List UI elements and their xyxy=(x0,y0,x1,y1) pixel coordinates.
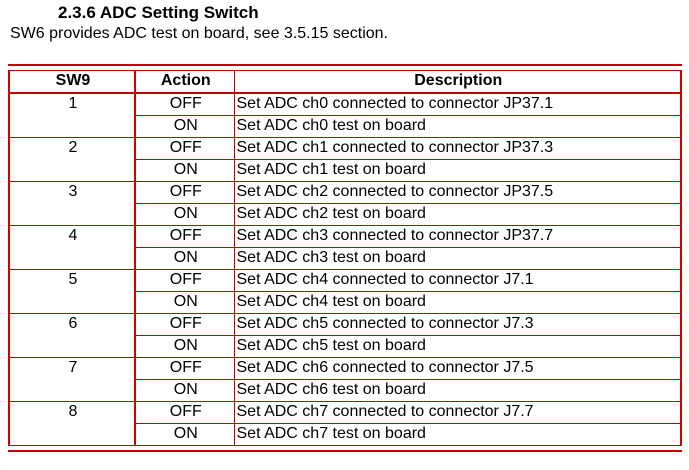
action-cell: ON xyxy=(134,115,235,138)
action-cell: OFF xyxy=(134,137,235,160)
action-cell: ON xyxy=(134,379,235,402)
switch-number-cell: 1 xyxy=(8,92,136,138)
action-cell: OFF xyxy=(134,357,235,380)
action-cell: OFF xyxy=(134,269,235,292)
description-cell: Set ADC ch3 test on board xyxy=(233,247,682,270)
switch-number-cell: 6 xyxy=(8,313,136,358)
action-cell: ON xyxy=(134,335,235,358)
action-cell: ON xyxy=(134,247,235,270)
description-cell: Set ADC ch7 connected to connector J7.7 xyxy=(233,401,682,424)
section-heading: 2.3.6 ADC Setting Switch xyxy=(58,3,259,22)
description-cell: Set ADC ch2 connected to connector JP37.… xyxy=(233,181,682,204)
switch-number-cell: 3 xyxy=(8,181,136,226)
switch-number-cell: 7 xyxy=(8,357,136,402)
description-cell: Set ADC ch4 test on board xyxy=(233,291,682,314)
switch-number-cell: 8 xyxy=(8,401,136,446)
header-description: Description xyxy=(233,70,682,94)
action-cell: OFF xyxy=(134,225,235,248)
intro-text: SW6 provides ADC test on board, see 3.5.… xyxy=(10,25,388,42)
action-cell: ON xyxy=(134,291,235,314)
description-cell: Set ADC ch1 connected to connector JP37.… xyxy=(233,137,682,160)
description-cell: Set ADC ch4 connected to connector J7.1 xyxy=(233,269,682,292)
description-cell: Set ADC ch5 connected to connector J7.3 xyxy=(233,313,682,336)
description-cell: Set ADC ch6 connected to connector J7.5 xyxy=(233,357,682,380)
switch-number-cell: 5 xyxy=(8,269,136,314)
action-cell: OFF xyxy=(134,181,235,204)
header-sw9: SW9 xyxy=(8,70,136,94)
description-cell: Set ADC ch0 test on board xyxy=(233,115,682,138)
action-cell: OFF xyxy=(134,313,235,336)
switch-number-cell: 4 xyxy=(8,225,136,270)
table-header: SW9 Action Description xyxy=(8,70,682,94)
description-cell: Set ADC ch0 connected to connector JP37.… xyxy=(233,92,682,116)
action-cell: ON xyxy=(134,423,235,446)
description-cell: Set ADC ch2 test on board xyxy=(233,203,682,226)
description-cell: Set ADC ch3 connected to connector JP37.… xyxy=(233,225,682,248)
description-cell: Set ADC ch6 test on board xyxy=(233,379,682,402)
header-action: Action xyxy=(134,70,235,94)
header-row: SW9 Action Description xyxy=(8,70,682,94)
action-cell: ON xyxy=(134,203,235,226)
action-cell: OFF xyxy=(134,92,235,116)
action-cell: OFF xyxy=(134,401,235,424)
description-cell: Set ADC ch1 test on board xyxy=(233,159,682,182)
switch-number-cell: 2 xyxy=(8,137,136,182)
action-cell: ON xyxy=(134,159,235,182)
description-cell: Set ADC ch5 test on board xyxy=(233,335,682,358)
description-cell: Set ADC ch7 test on board xyxy=(233,423,682,446)
